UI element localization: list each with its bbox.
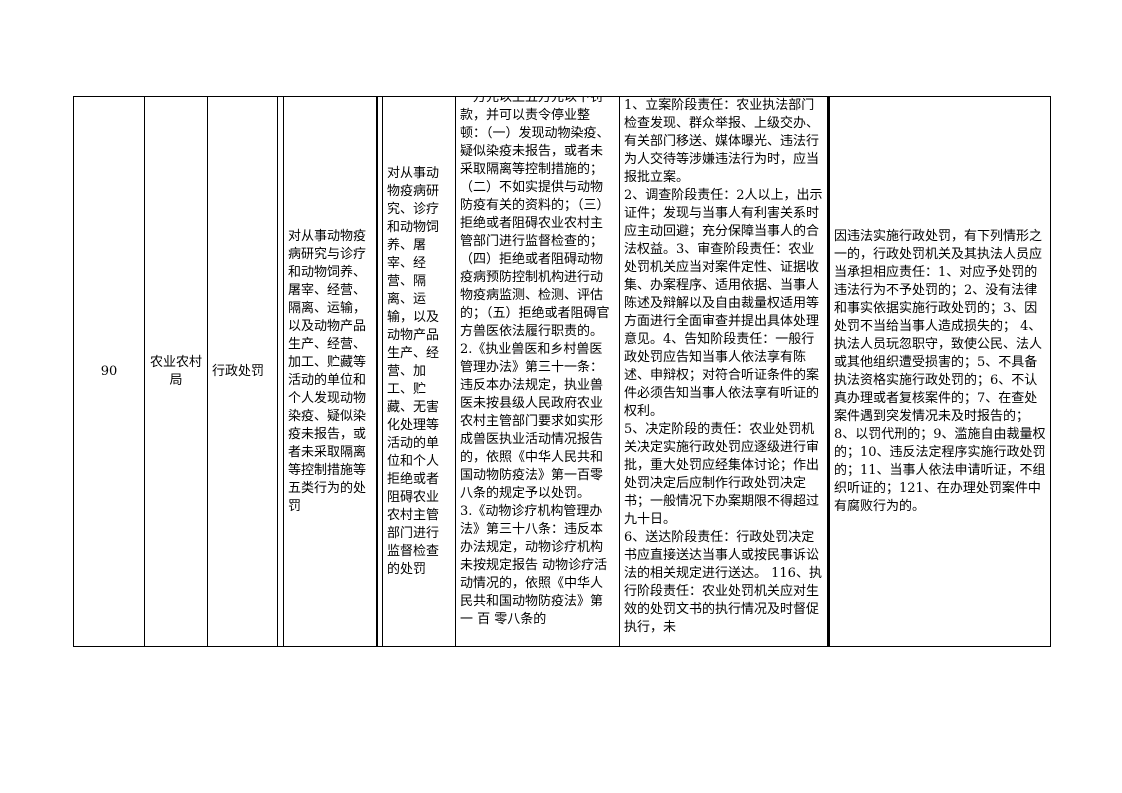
department-name: 农业农村局: [149, 354, 202, 388]
accountability-text: 因违法实施行政处罚，有下列情形之一的，行政处罚机关及其执法人员应当承担相应责任：…: [834, 228, 1046, 514]
legal-basis-paragraph: 2.《执业兽医和乡村兽医管理办法》第三十一条：违反本办法规定，执业兽医未按县级人…: [460, 342, 604, 501]
responsibility-paragraph: 5、决定阶段的责任：农业处罚机关决定实施行政处罚应逐级进行审批，重大处罚应经集体…: [624, 422, 820, 527]
legal-basis-paragraph: 3.《动物诊疗机构管理办法》第三十八条：违反本办法规定，动物诊疗机构未按规定报告…: [460, 504, 608, 627]
table-row: 90 农业农村局 行政处罚 对从事动物疫病研究与诊疗和动物饲养、屠宰、经营、隔离…: [73, 96, 1051, 647]
power-type-cell: 行政处罚: [207, 96, 277, 647]
department-cell: 农业农村局: [144, 96, 207, 647]
item-name-cell: 对从事动物疫病研究与诊疗和动物饲养、屠宰、经营、隔离、运输，以及动物产品生产、经…: [283, 96, 378, 647]
responsibility-paragraph: 1、立案阶段责任：农业执法部门检查发现、群众举报、上级交办、有关部门移送、媒体曝…: [624, 98, 820, 185]
responsibility-text: 1、立案阶段责任：农业执法部门检查发现、群众举报、上级交办、有关部门移送、媒体曝…: [624, 97, 824, 637]
accountability-cell: 因违法实施行政处罚，有下列情形之一的，行政处罚机关及其执法人员应当承担相应责任：…: [829, 96, 1051, 647]
legal-basis-text: 一万元以上五万元以下罚款，并可以责令停业整顿：（一）发现动物染疫、疑似染疫未报告…: [460, 96, 615, 629]
legal-basis-cell: 一万元以上五万元以下罚款，并可以责令停业整顿：（一）发现动物染疫、疑似染疫未报告…: [455, 96, 619, 647]
divider-cell: [277, 96, 283, 647]
sub-item-name: 对从事动物疫病研究、诊疗和动物饲养、屠宰、经营、隔离、运输，以及动物产品生产、经…: [387, 165, 440, 577]
responsibility-paragraph: 6、送达阶段责任：行政处罚决定书应直接送达当事人或按民事诉讼法的相关规定进行送达…: [624, 530, 822, 635]
sub-item-cell: 对从事动物疫病研究、诊疗和动物饲养、屠宰、经营、隔离、运输，以及动物产品生产、经…: [382, 96, 455, 647]
item-name: 对从事动物疫病研究与诊疗和动物饲养、屠宰、经营、隔离、运输，以及动物产品生产、经…: [288, 228, 367, 514]
responsibility-cell: 1、立案阶段责任：农业执法部门检查发现、群众举报、上级交办、有关部门移送、媒体曝…: [619, 96, 829, 647]
item-number: 90: [100, 363, 118, 379]
legal-basis-paragraph: 一万元以上五万元以下罚款，并可以责令停业整顿：（一）发现动物染疫、疑似染疫未报告…: [460, 96, 610, 339]
power-type: 行政处罚: [212, 363, 265, 379]
gap-cell: [378, 96, 382, 647]
responsibility-paragraph: 2、调查阶段责任：2人以上，出示证件；发现与当事人有利害关系时应主动回避；充分保…: [624, 188, 823, 419]
item-number-cell: 90: [73, 96, 144, 647]
